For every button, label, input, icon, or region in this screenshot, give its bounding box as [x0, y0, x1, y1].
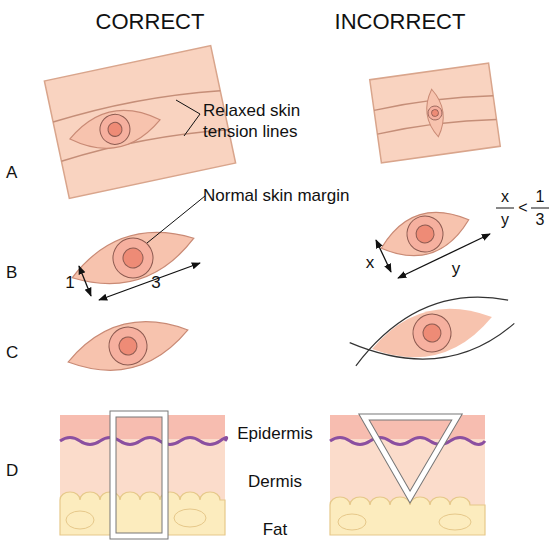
skin-margin [105, 323, 152, 370]
dimension-arrow [99, 263, 200, 300]
overlong-incision [346, 285, 515, 365]
elliptical-excision [375, 201, 475, 267]
excision-outline [113, 414, 165, 536]
skin-cross-section [60, 414, 227, 536]
elliptical-excision [62, 309, 193, 384]
fat-lobule [439, 514, 471, 530]
excision-outline [113, 414, 165, 536]
callout-text: Relaxed skin tension lines [203, 100, 333, 143]
skin-patch [44, 46, 235, 199]
skin-cross-section [330, 415, 485, 535]
leader-line [147, 196, 205, 243]
excision-shape [62, 309, 193, 384]
lesion [107, 121, 124, 138]
dimension-arrow [398, 234, 490, 278]
layer-label: Dermis [215, 471, 335, 492]
lesion [117, 335, 139, 357]
wedge-excision-outline [364, 417, 457, 497]
elliptical-excision [424, 88, 447, 138]
row-letter: D [6, 460, 26, 481]
lesion [120, 245, 145, 270]
excision-shape [375, 201, 475, 267]
fat-lobule [174, 509, 206, 527]
skin-margin [409, 310, 456, 357]
skin-area [370, 63, 501, 163]
dimension-label: 3 [148, 272, 164, 293]
fat-lobule [338, 514, 366, 530]
row-letter: A [6, 162, 26, 183]
epidermis-layer [60, 415, 225, 439]
dimension-arrow [79, 266, 91, 296]
fat-layer [330, 497, 485, 535]
excision-shape [65, 217, 200, 298]
layer-label: Epidermis [215, 423, 335, 444]
skin-margin [427, 105, 443, 121]
basement-membrane [60, 438, 227, 445]
row-letter: C [6, 342, 26, 363]
fraction-term: y [495, 210, 515, 230]
lesion [431, 109, 439, 117]
dimension-label: 1 [62, 272, 78, 293]
fat-layer [60, 492, 225, 535]
skin-margin [97, 112, 133, 148]
row-letter: B [6, 262, 26, 283]
callout-text: Normal skin margin [203, 185, 403, 206]
skin-patch [370, 63, 501, 163]
fraction-term: 3 [530, 210, 550, 230]
overlong-incision [350, 300, 519, 380]
dimension-label: x [362, 252, 378, 273]
fat-lobule [66, 511, 94, 529]
skin-margin [402, 211, 447, 256]
column-heading: CORRECT [50, 8, 250, 36]
dimension-label: y [448, 258, 464, 279]
column-heading: INCORRECT [300, 8, 500, 36]
fraction-term: 1 [530, 187, 550, 207]
wedge-excision-outline [364, 417, 457, 497]
fraction-bar [531, 208, 549, 209]
fraction-term: x [495, 187, 515, 207]
leader-line [176, 100, 200, 114]
skin-area [44, 46, 235, 199]
dermis-layer [60, 415, 225, 535]
layer-label: Fat [215, 519, 335, 540]
fraction-operator: < [513, 198, 533, 218]
basement-membrane [330, 438, 485, 445]
elliptical-excision [66, 102, 163, 156]
lesion [414, 223, 437, 246]
leader-line [184, 114, 200, 136]
lesion [421, 322, 443, 344]
excision-shape [346, 285, 519, 380]
fraction-bar [496, 208, 514, 209]
elliptical-excision [65, 217, 200, 298]
dermis-layer [330, 415, 485, 535]
dimension-arrow [376, 240, 391, 272]
